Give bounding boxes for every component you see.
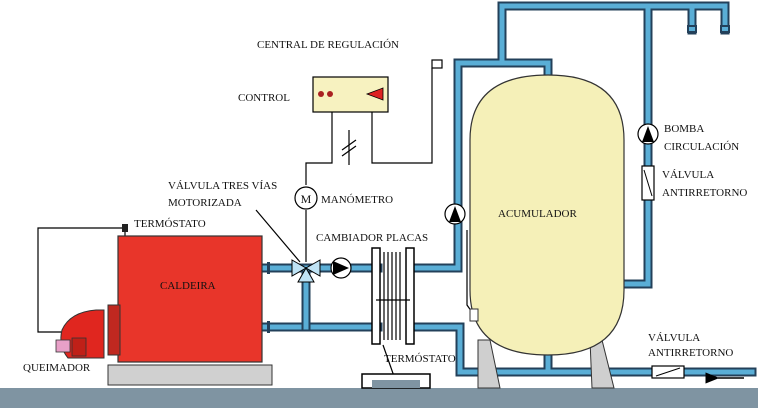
label-acumulador: ACUMULADOR <box>498 208 578 220</box>
pump-riser <box>444 203 466 225</box>
control-wiring <box>37 59 475 383</box>
ground <box>0 388 758 408</box>
label-control: CONTROL <box>238 92 290 104</box>
label-motorizada: MOTORIZADA <box>168 197 242 209</box>
manometer: M <box>294 186 318 210</box>
label-valvula-bottom-2: ANTIRRETORNO <box>648 347 733 359</box>
burner <box>55 309 105 359</box>
label-valvula-bottom-1: VÁLVULA <box>648 332 700 344</box>
label-manometro: MANÓMETRO <box>321 194 393 206</box>
label-queimador: QUEIMADOR <box>23 362 91 374</box>
pump-circulation <box>637 123 659 145</box>
label-central-regulacion: CENTRAL DE REGULACIÓN <box>257 39 399 51</box>
accumulator-tank <box>469 74 625 389</box>
control-unit <box>312 76 389 113</box>
label-circulacion: CIRCULACIÓN <box>664 141 739 153</box>
three-way-valve <box>291 259 321 283</box>
label-cambiador: CAMBIADOR PLACAS <box>316 232 428 244</box>
label-valvula-tres-vias: VÁLVULA TRES VÍAS <box>168 180 277 192</box>
taps <box>687 25 730 33</box>
label-termostato-bottom: TERMÓSTATO <box>384 353 456 365</box>
label-caldeira: CALDEIRA <box>160 280 216 292</box>
boiler-thermostat <box>122 224 128 232</box>
manometer-symbol: M <box>301 192 312 206</box>
boiler <box>107 235 273 386</box>
pump-primary <box>330 257 352 279</box>
check-valve-bottom <box>651 365 685 379</box>
label-valvula-right-1: VÁLVULA <box>662 169 714 181</box>
plate-heat-exchanger <box>361 247 431 389</box>
label-valvula-right-2: ANTIRRETORNO <box>662 187 747 199</box>
check-valve-right <box>641 165 655 201</box>
label-bomba: BOMBA <box>664 123 704 135</box>
pipe-flanges <box>267 262 270 333</box>
label-termostato-top: TERMÓSTATO <box>134 218 206 230</box>
